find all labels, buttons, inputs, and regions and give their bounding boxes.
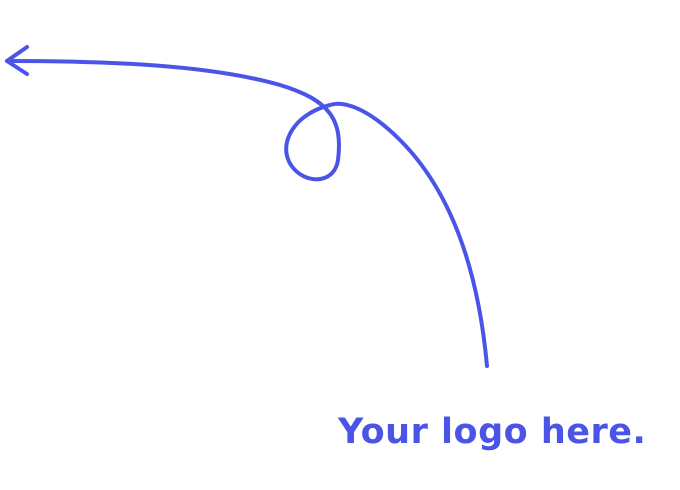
logo-placeholder-caption: Your logo here. <box>338 412 647 452</box>
arrow-shaft <box>5 59 489 368</box>
arrow-head <box>5 45 29 76</box>
